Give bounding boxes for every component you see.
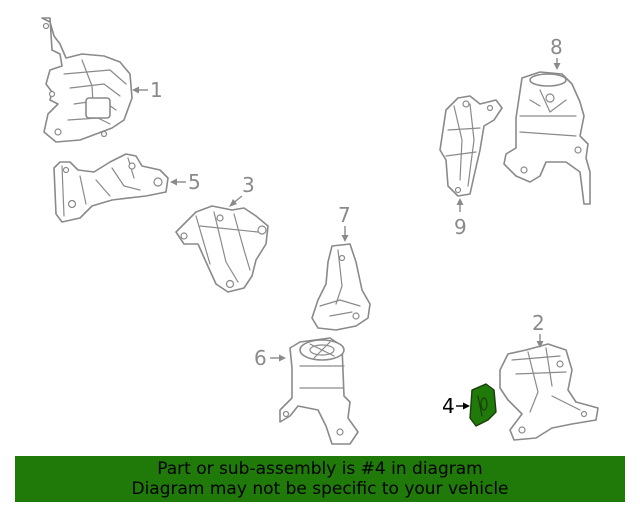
callout-2: 2: [532, 311, 545, 348]
callout-4: 4: [442, 394, 470, 418]
exploded-parts-diagram: 1 5: [41, 17, 599, 445]
part-4-insulator-highlighted[interactable]: [469, 383, 497, 427]
callout-1: 1: [132, 78, 163, 102]
callout-8: 8: [550, 35, 563, 70]
callout-8-label: 8: [550, 35, 563, 59]
callout-9-label: 9: [454, 215, 467, 239]
part-1-engine-mount[interactable]: [41, 17, 133, 143]
callout-5: 5: [170, 170, 201, 194]
part-9-bracket[interactable]: [439, 95, 503, 197]
callout-5-label: 5: [188, 170, 201, 194]
part-8-mount-assembly[interactable]: [503, 71, 591, 205]
callout-3-label: 3: [242, 173, 255, 197]
callout-6: 6: [254, 346, 286, 370]
part-2-mount-assembly[interactable]: [499, 343, 599, 441]
part-7-bracket[interactable]: [311, 243, 371, 331]
callout-7: 7: [338, 203, 351, 242]
banner-line-part-number: Part or sub-assembly is #4 in diagram: [157, 459, 483, 479]
part-info-banner: Part or sub-assembly is #4 in diagram Di…: [15, 456, 625, 502]
part-3-mount-bracket[interactable]: [175, 205, 269, 293]
callout-3: 3: [229, 173, 255, 207]
callout-7-label: 7: [338, 203, 351, 227]
callout-1-label: 1: [150, 78, 163, 102]
banner-line-disclaimer: Diagram may not be specific to your vehi…: [131, 479, 509, 499]
callout-4-label: 4: [442, 394, 455, 418]
part-6-cylindrical-mount[interactable]: [279, 337, 359, 445]
part-5-bracket[interactable]: [53, 153, 169, 223]
callout-2-label: 2: [532, 311, 545, 335]
callout-6-label: 6: [254, 346, 267, 370]
callout-9: 9: [454, 198, 467, 239]
